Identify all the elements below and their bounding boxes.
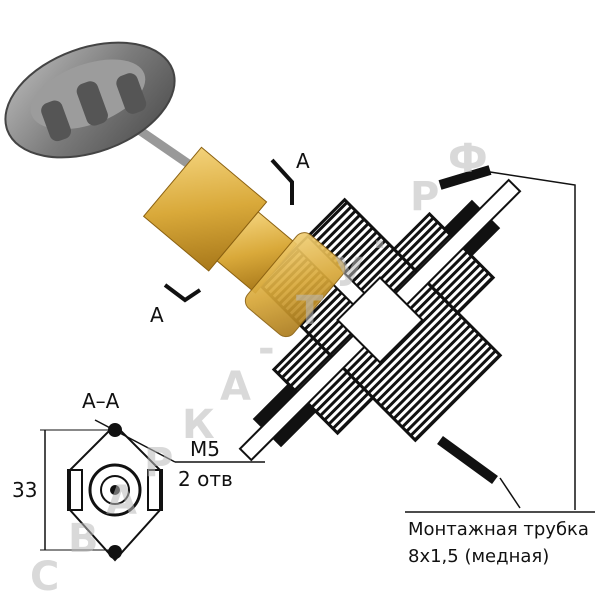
svg-text:А: А bbox=[296, 149, 310, 173]
watermark-glyph: . bbox=[372, 212, 387, 258]
tube-callout: Монтажная трубка 8х1,5 (медная) bbox=[405, 171, 595, 567]
watermark-glyph: В bbox=[68, 516, 99, 562]
watermark-glyph: Р bbox=[144, 440, 173, 486]
svg-text:А: А bbox=[150, 303, 164, 327]
svg-text:8х1,5 (медная): 8х1,5 (медная) bbox=[408, 546, 549, 567]
svg-text:Монтажная трубка: Монтажная трубка bbox=[408, 519, 589, 540]
watermark-glyph: К bbox=[182, 402, 215, 448]
svg-text:М5: М5 bbox=[190, 437, 220, 461]
svg-text:33: 33 bbox=[12, 478, 37, 502]
watermark-glyph: Т bbox=[296, 288, 324, 334]
section-view-a-a: А–А М5 2 отв 33 bbox=[12, 389, 265, 562]
brass-fitting bbox=[142, 146, 346, 338]
watermark-glyph: - bbox=[258, 326, 275, 372]
watermark-glyph: Ф bbox=[448, 136, 488, 182]
tube-end-bottom bbox=[437, 435, 498, 485]
watermark-glyph: У bbox=[334, 250, 365, 296]
section-mark-top: А bbox=[270, 149, 310, 205]
section-mark-left: А bbox=[150, 283, 202, 327]
watermark-glyph: А bbox=[220, 364, 251, 410]
valve-knob bbox=[4, 41, 176, 159]
tube-end-top bbox=[438, 165, 492, 190]
watermark-glyph: С bbox=[30, 554, 59, 600]
svg-text:А–А: А–А bbox=[82, 389, 120, 413]
svg-text:2 отв: 2 отв bbox=[178, 467, 233, 491]
watermark-glyph: А bbox=[106, 478, 137, 524]
watermark-glyph: Р bbox=[410, 174, 439, 220]
